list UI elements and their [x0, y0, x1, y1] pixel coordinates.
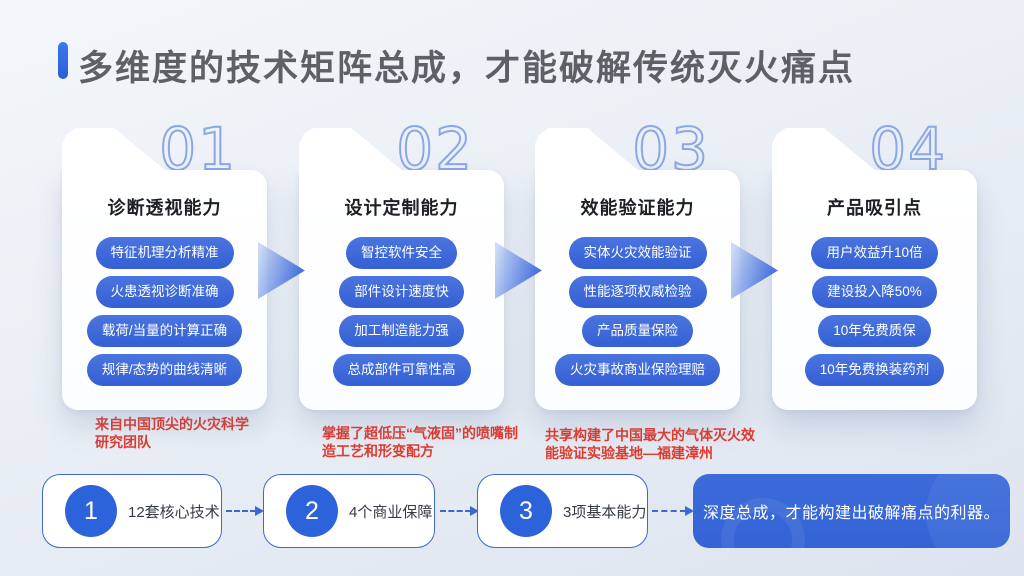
card-header: 设计定制能力	[344, 198, 459, 218]
capability-pill: 产品质量保险	[582, 315, 693, 347]
step-box-1: 1 12套核心技术	[42, 474, 222, 548]
capability-pill: 总成部件可靠性高	[332, 354, 471, 386]
decor-circle-icon	[926, 474, 1010, 548]
capability-card: 设计定制能力 智控软件安全 部件设计速度快 加工制造能力强 总成部件可靠性高	[299, 170, 504, 410]
flow-arrow-icon	[258, 242, 305, 299]
capability-pill: 规律/态势的曲线清晰	[86, 354, 243, 386]
page-title: 多维度的技术矩阵总成，才能破解传统灭火痛点	[78, 49, 856, 88]
capability-card: 产品吸引点 用户效益升10倍 建设投入降50% 10年免费质保 10年免费换装药…	[772, 170, 977, 410]
step-box-3: 3 3项基本能力	[477, 474, 648, 548]
step-label: 12套核心技术	[128, 503, 220, 521]
annotation-note: 来自中国顶尖的火灾科学研究团队	[95, 416, 249, 451]
capability-pill: 特征机理分析精准	[95, 237, 234, 269]
pill-list: 实体火灾效能验证 性能逐项权威检验 产品质量保险 火灾事故商业保险理赔	[535, 237, 740, 386]
capability-pill: 10年免费换装药剂	[804, 354, 945, 386]
annotation-note: 共享构建了中国最大的气体灭火效能验证实验基地—福建漳州	[545, 427, 755, 462]
card-corner-tab	[299, 128, 403, 171]
capability-column-4: 04 产品吸引点 用户效益升10倍 建设投入降50% 10年免费质保 10年免费…	[772, 119, 977, 410]
card-header: 诊断透视能力	[107, 198, 222, 218]
capability-column-3: 03 效能验证能力 实体火灾效能验证 性能逐项权威检验 产品质量保险 火灾事故商…	[535, 119, 740, 410]
capability-pill: 10年免费质保	[818, 315, 931, 347]
capability-pill: 部件设计速度快	[339, 276, 464, 308]
step-box-2: 2 4个商业保障	[263, 474, 435, 548]
step-number-badge: 1	[65, 485, 117, 537]
capability-card: 诊断透视能力 特征机理分析精准 火患透视诊断准确 载荷/当量的计算正确 规律/态…	[62, 170, 267, 410]
dashed-arrow-icon	[226, 506, 264, 516]
step-label: 3项基本能力	[563, 503, 647, 521]
column-number: 01	[158, 115, 237, 183]
dashed-arrow-icon	[440, 506, 479, 516]
conclusion-banner: 深度总成，才能构建出破解痛点的利器。	[693, 474, 1010, 548]
pill-list: 特征机理分析精准 火患透视诊断准确 载荷/当量的计算正确 规律/态势的曲线清晰	[62, 237, 267, 386]
card-header: 产品吸引点	[827, 198, 922, 218]
card-corner-tab	[62, 128, 166, 171]
step-number-badge: 3	[500, 485, 552, 537]
conclusion-text: 深度总成，才能构建出破解痛点的利器。	[702, 505, 1000, 522]
column-number: 04	[868, 115, 947, 183]
capability-pill: 火灾事故商业保险理赔	[555, 354, 720, 386]
capability-pill: 建设投入降50%	[812, 276, 937, 308]
capability-column-2: 02 设计定制能力 智控软件安全 部件设计速度快 加工制造能力强 总成部件可靠性…	[299, 119, 504, 410]
card-header: 效能验证能力	[580, 198, 695, 218]
capability-pill: 火患透视诊断准确	[95, 276, 234, 308]
title-accent-bar-icon	[58, 42, 68, 79]
column-number: 03	[631, 115, 710, 183]
capability-pill: 载荷/当量的计算正确	[86, 315, 243, 347]
capability-pill: 加工制造能力强	[339, 315, 464, 347]
capability-pill: 实体火灾效能验证	[568, 237, 707, 269]
capability-column-1: 01 诊断透视能力 特征机理分析精准 火患透视诊断准确 载荷/当量的计算正确 规…	[62, 119, 267, 410]
column-number: 02	[395, 115, 474, 183]
pill-list: 智控软件安全 部件设计速度快 加工制造能力强 总成部件可靠性高	[299, 237, 504, 386]
step-label: 4个商业保障	[349, 503, 433, 521]
pill-list: 用户效益升10倍 建设投入降50% 10年免费质保 10年免费换装药剂	[772, 237, 977, 386]
annotation-note: 掌握了超低压“气液固”的喷嘴制造工艺和形变配方	[322, 425, 518, 460]
step-number-badge: 2	[286, 485, 338, 537]
card-corner-tab	[772, 128, 876, 171]
capability-pill: 用户效益升10倍	[811, 237, 938, 269]
capability-pill: 智控软件安全	[346, 237, 457, 269]
flow-arrow-icon	[731, 242, 778, 299]
capability-pill: 性能逐项权威检验	[568, 276, 707, 308]
card-corner-tab	[535, 128, 639, 171]
capability-card: 效能验证能力 实体火灾效能验证 性能逐项权威检验 产品质量保险 火灾事故商业保险…	[535, 170, 740, 410]
dashed-arrow-icon	[652, 506, 694, 516]
